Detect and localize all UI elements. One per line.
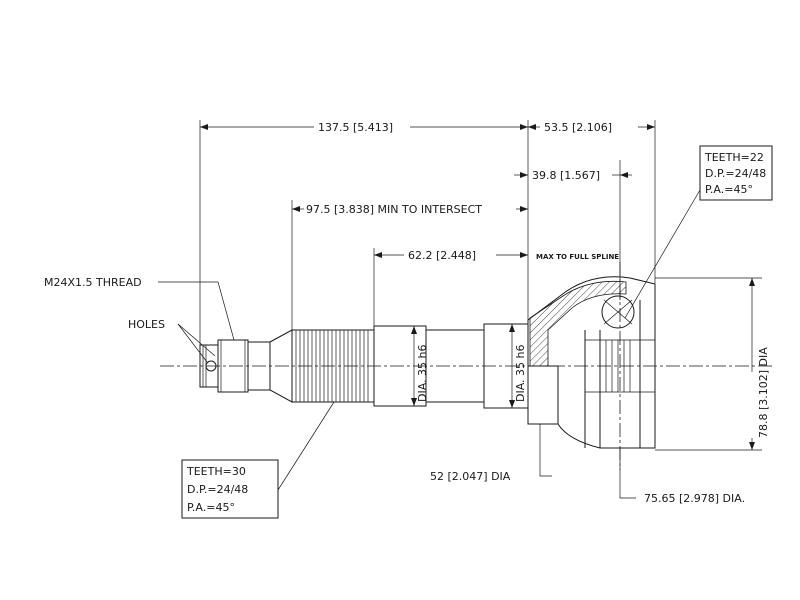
thread-label: M24X1.5 THREAD (44, 276, 142, 289)
shaft-dia-2-label: DIA. 35 h6 (514, 344, 527, 402)
housing-neck (527, 365, 559, 425)
inner-spline-frame (699, 145, 773, 201)
holes-leader-2 (177, 323, 216, 357)
holes-label: HOLES (128, 318, 165, 331)
shaft-dia-1-label: DIA. 35 h6 (416, 344, 429, 402)
extension-lines (199, 120, 762, 451)
leader-lines (158, 189, 701, 499)
outer-spline-frame (181, 459, 279, 519)
holes-leader-1 (177, 323, 208, 363)
outer-spline-box: TEETH=30 D.P.=24/48 P.A.=45° (181, 459, 279, 519)
outer-spline-leader (277, 401, 335, 491)
housing-dia-label: 78.8 [3.102] DIA (757, 347, 770, 438)
bell-dia-label: 75.65 [2.978] DIA. (644, 492, 745, 505)
part-outline (199, 276, 656, 449)
housing-length-label: 53.5 [2.106] (544, 121, 612, 134)
inner-spline-teeth: TEETH=22 (704, 151, 764, 164)
inner-spline-box: TEETH=22 D.P.=24/48 P.A.=45° (699, 145, 773, 201)
cotter-hole (205, 360, 217, 372)
dimension-lines (200, 124, 755, 450)
inner-spline-leader (624, 189, 701, 319)
seal-dia-leader (539, 424, 552, 477)
dimension-labels: 137.5 [5.413] 53.5 [2.106] 39.8 [1.567] … (44, 121, 770, 505)
inner-spline-pa: P.A.=45° (705, 183, 753, 196)
min-to-intersect-label: 97.5 [3.838] MIN TO INTERSECT (306, 203, 482, 216)
section-hatch (529, 281, 627, 367)
thread-leader (158, 281, 235, 341)
overall-length-label: 137.5 [5.413] (318, 121, 393, 134)
outer-spline-pa: P.A.=45° (187, 501, 235, 514)
outer-spline-teeth: TEETH=30 (186, 465, 246, 478)
spline-center-offset-label: 39.8 [1.567] (532, 169, 600, 182)
max-to-full-spline-label: MAX TO FULL SPLINE (536, 253, 619, 261)
full-spline-label: 62.2 [2.448] (408, 249, 476, 262)
ball (601, 295, 635, 329)
bell-dia-leader (619, 448, 636, 499)
centerlines (160, 262, 775, 470)
outer-spline-dp: D.P.=24/48 (187, 483, 248, 496)
outer-spline-teeth (295, 330, 369, 402)
inner-spline-dp: D.P.=24/48 (705, 167, 766, 180)
seal-dia-label: 52 [2.047] DIA (430, 470, 511, 483)
